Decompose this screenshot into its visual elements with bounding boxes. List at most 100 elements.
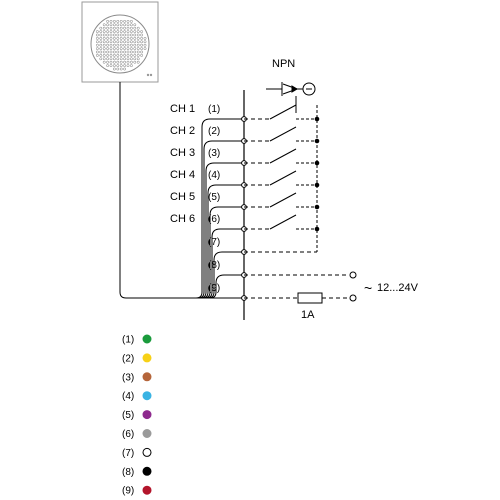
grille-hole — [102, 57, 106, 61]
grille-hole — [126, 60, 130, 64]
grille-hole — [130, 40, 133, 44]
device-cable — [119, 82, 244, 299]
grille-hole — [123, 64, 126, 67]
negative-terminal-icon — [302, 82, 316, 96]
grille-hole — [99, 40, 103, 44]
grille-hole — [123, 47, 126, 50]
wire-number-label: (3) — [208, 148, 220, 159]
grille-hole — [140, 47, 144, 50]
grille-hole — [126, 43, 130, 47]
grille-hole — [106, 50, 109, 54]
junction-dot-icon — [314, 226, 320, 232]
grille-hole — [119, 37, 123, 40]
grille-hole — [106, 64, 109, 67]
legend-label: (5) — [122, 410, 134, 421]
grille-hole — [96, 37, 99, 40]
grille-hole — [133, 30, 137, 34]
grille-hole — [126, 47, 130, 50]
grille-hole — [123, 30, 126, 34]
grille-hole — [116, 57, 120, 61]
grille-hole — [113, 40, 116, 44]
grille-hole — [119, 30, 123, 34]
wire-color-swatch-icon — [142, 429, 152, 438]
grille-hole — [102, 37, 106, 40]
grille-hole — [116, 37, 120, 40]
wire-color-swatch-icon — [142, 391, 152, 401]
wire-color-swatch-icon — [142, 485, 152, 495]
grille-hole — [136, 40, 140, 44]
grille-hole — [119, 43, 123, 47]
grille-hole — [119, 50, 123, 54]
grille-hole — [143, 43, 147, 47]
grille-hole — [99, 30, 103, 34]
grille-hole — [136, 57, 140, 61]
grille-hole — [113, 30, 116, 34]
grille-hole — [123, 54, 126, 57]
grille-hole — [140, 54, 144, 57]
grille-hole — [143, 47, 147, 50]
grille-hole — [136, 26, 140, 30]
grille-hole — [106, 60, 109, 64]
grille-hole — [116, 60, 120, 64]
grille-hole — [106, 37, 109, 40]
npn-transistor-icon — [266, 82, 316, 96]
wire-number-label: (6) — [208, 214, 220, 225]
grille-hole — [113, 50, 116, 54]
grille-hole — [133, 33, 137, 37]
grille-hole — [109, 60, 113, 64]
grille-hole — [126, 50, 130, 54]
channel-label: CH 2 — [170, 125, 195, 137]
legend-label: (2) — [122, 353, 134, 364]
grille-hole — [116, 26, 120, 30]
wire-number-label: (9) — [208, 283, 220, 294]
device-badge-icon — [146, 73, 153, 77]
switch-blade — [269, 126, 297, 142]
switch-blade — [269, 148, 297, 164]
grille-hole — [126, 37, 130, 40]
wire-bundle — [195, 118, 244, 299]
grille-hole — [130, 64, 133, 67]
grille-hole — [123, 50, 126, 54]
switch-blade — [269, 192, 297, 208]
grille-hole — [140, 37, 144, 40]
grille-hole — [116, 30, 120, 34]
fuse-label: 1A — [301, 309, 315, 321]
grille-hole — [113, 26, 116, 30]
channel-label: CH 6 — [170, 213, 195, 225]
wire-number-label: (4) — [208, 170, 220, 181]
grille-hole — [106, 40, 109, 44]
legend-label: (7) — [122, 448, 134, 459]
grille-hole — [136, 60, 140, 64]
switch-blade — [269, 214, 297, 230]
grille-hole — [119, 23, 123, 27]
bundle-wire — [199, 162, 244, 299]
grille-hole — [116, 47, 120, 50]
grille-hole — [96, 43, 99, 47]
ac-symbol-icon: ~ — [364, 280, 372, 296]
grille-hole — [106, 30, 109, 34]
grille-hole — [109, 54, 113, 57]
grille-hole — [126, 57, 130, 61]
grille-hole — [113, 64, 116, 67]
grille-hole — [126, 64, 130, 67]
bundle-wire — [207, 251, 244, 299]
grille-hole — [136, 37, 140, 40]
grille-hole — [113, 67, 116, 71]
grille-hole — [136, 54, 140, 57]
grille-hole — [99, 43, 103, 47]
grille-hole — [136, 30, 140, 34]
grille-hole — [109, 33, 113, 37]
grille-hole — [133, 60, 137, 64]
supply-terminal-icon — [349, 294, 357, 302]
grille-hole — [106, 47, 109, 50]
wire-number-label: (1) — [208, 104, 220, 115]
legend-label: (9) — [122, 486, 134, 497]
legend-label: (8) — [122, 467, 134, 478]
grille-hole — [102, 50, 106, 54]
grille-hole — [140, 40, 144, 44]
grille-hole — [130, 33, 133, 37]
grille-hole — [130, 37, 133, 40]
wire-number-label: (5) — [208, 192, 220, 203]
speaker-grille-icon — [90, 14, 150, 74]
grille-hole — [119, 60, 123, 64]
